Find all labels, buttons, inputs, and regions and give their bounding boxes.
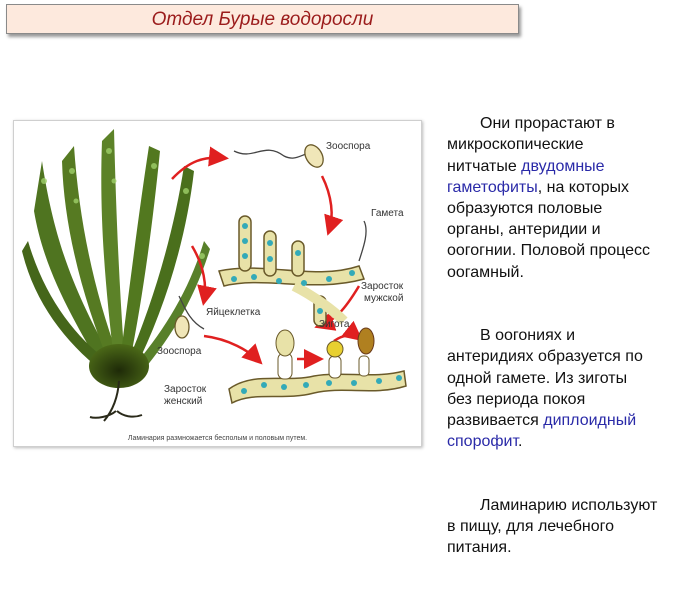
slide-title: Отдел Бурые водоросли [151, 9, 374, 30]
life-cycle-illustration [22, 129, 407, 422]
label-female-1: Заросток [164, 384, 207, 395]
paragraph-2: В оогониях и антеридиях образуется по од… [447, 325, 697, 452]
kelp-blades [22, 129, 210, 422]
p3-text-a: Ламинарию используют в пищу, для лечебно… [447, 496, 658, 557]
label-zoospore-bottom: Зооспора [157, 346, 202, 357]
label-female-2: женский [164, 396, 203, 407]
p2-text-a: В оогониях и антеридиях образуется по од… [447, 327, 643, 430]
label-gamete: Гамета [371, 208, 404, 219]
label-egg: Яйцеклетка [206, 307, 261, 318]
zoospores [174, 144, 367, 339]
label-male-2: мужской [364, 293, 404, 304]
p2-text-c: . [518, 433, 523, 451]
p1-text-c: , на которых образуются половые органы, … [447, 178, 651, 281]
paragraph-1: Они прорастают в микроскопические нитчат… [447, 113, 697, 283]
laminaria-life-cycle-figure: Зооспора Гамета Заросток мужской Яйцекле… [13, 120, 422, 447]
p1-highlight: двудомные гаметофиты [447, 157, 605, 196]
female-gametophyte [228, 327, 407, 405]
p1-text-a: Они прорастают в микроскопические нитчат… [447, 115, 615, 175]
label-male-1: Заросток [361, 281, 404, 292]
label-zoospore-top: Зооспора [326, 141, 371, 152]
slide-body-text: Они прорастают в микроскопические нитчат… [447, 92, 697, 601]
figure-caption: Ламинария размножается бесполым и половы… [127, 435, 308, 442]
paragraph-3: Ламинарию используют в пищу, для лечебно… [447, 495, 697, 559]
slide-title-bar: Отдел Бурые водоросли [6, 4, 519, 34]
label-zygote: Зигота [319, 319, 350, 330]
p2-highlight: диплоидный спорофит [447, 412, 637, 451]
cell-nuclei [231, 223, 355, 314]
